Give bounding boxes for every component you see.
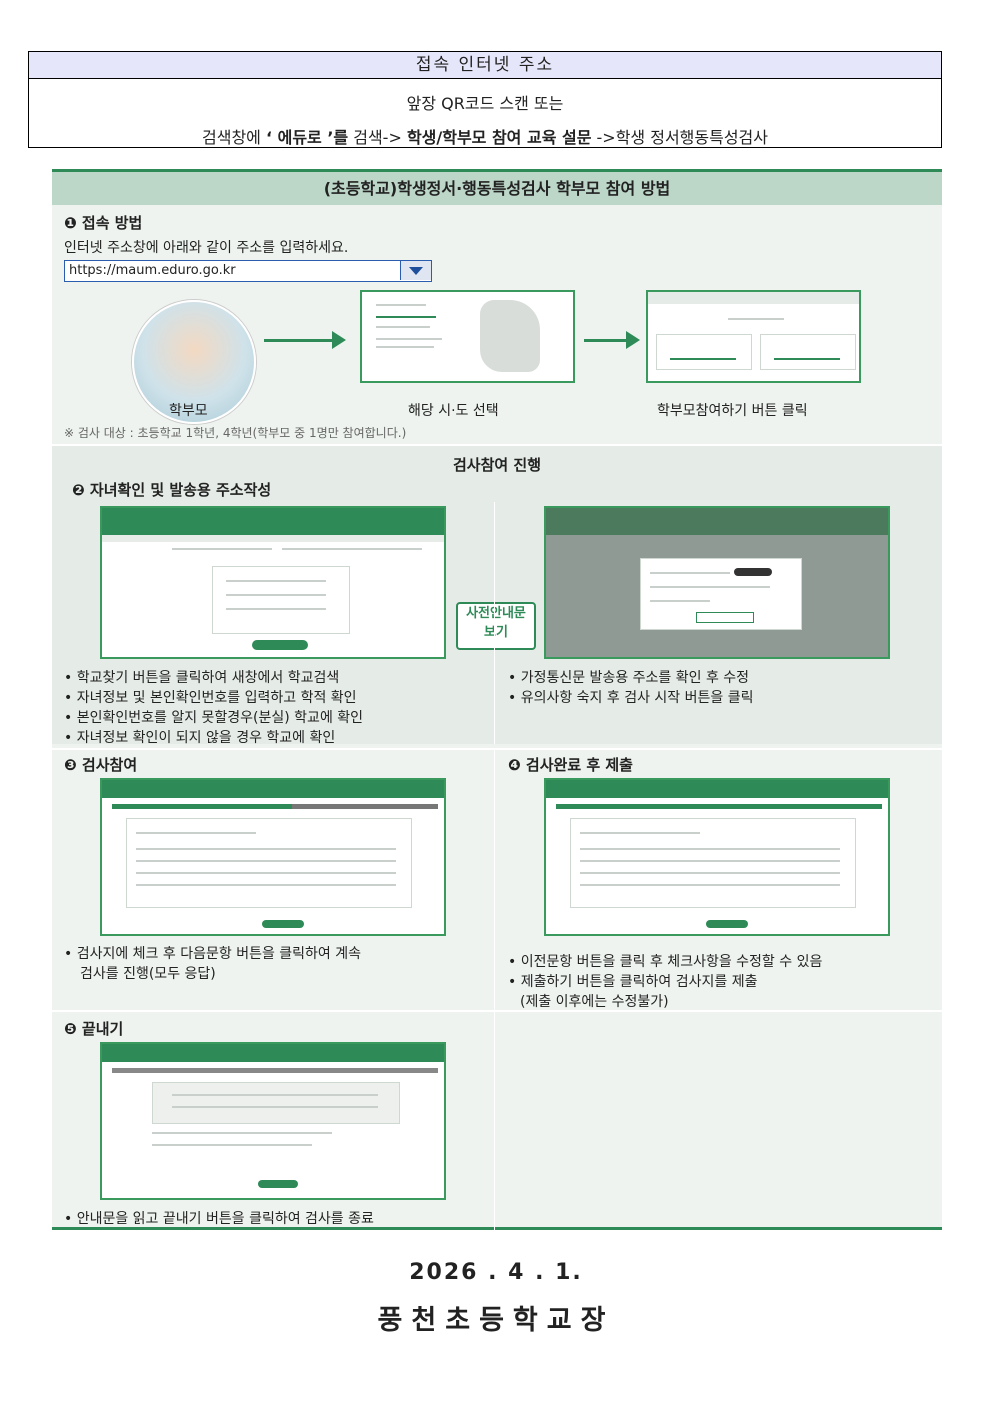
- search-instruction: 검색창에 ‘ 에듀로 ’를 검색-> 학생/학부모 참여 교육 설문 ->학생 …: [202, 128, 768, 147]
- survey-screenshot: [100, 778, 446, 936]
- qr-instruction: 앞장 QR코드 스캔 또는: [406, 94, 564, 113]
- region-select-screenshot: [360, 290, 575, 383]
- divider: [494, 748, 495, 1230]
- step4-title: ❹ 검사완료 후 제출: [508, 756, 633, 774]
- dropdown-arrow-icon[interactable]: [400, 261, 431, 280]
- table-header: 접속 인터넷 주소: [29, 52, 941, 79]
- arrow-head-icon: [332, 331, 346, 349]
- step5-title: ❺ 끝내기: [64, 1020, 124, 1038]
- divider: [52, 748, 942, 750]
- step4-bullets: • 이전문항 버튼을 클릭 후 체크사항을 수정할 수 있음 • 제출하기 버튼…: [508, 954, 823, 1010]
- parent-family-image: [132, 300, 256, 424]
- child-confirm-screenshot: [100, 506, 446, 659]
- infographic-title: (초등학교)학생정서·행동특성검사 학부모 참여 방법: [52, 172, 942, 205]
- principal-signature: 풍천초등학교장: [377, 1305, 615, 1336]
- divider: [494, 502, 495, 744]
- step1-title: ❶ 접속 방법: [64, 214, 143, 232]
- step2-right-bullets: • 가정통신문 발송용 주소를 확인 후 수정 • 유의사항 숙지 후 검사 시…: [508, 670, 754, 706]
- step3-title: ❸ 검사참여: [64, 756, 138, 774]
- step1-instruction: 인터넷 주소창에 아래와 같이 주소를 입력하세요.: [64, 240, 349, 256]
- address-write-screenshot: [544, 506, 890, 659]
- caption-button: 학부모참여하기 버튼 클릭: [657, 403, 808, 419]
- step3-bullet: • 검사지에 체크 후 다음문항 버튼을 클릭하여 계속 검사를 진행(모두 응…: [64, 946, 362, 982]
- parent-participate-screenshot: [646, 290, 861, 383]
- submit-screenshot: [544, 778, 890, 936]
- step5-bullet: • 안내문을 읽고 끝내기 버튼을 클릭하여 검사를 종료: [64, 1211, 374, 1227]
- arrow-icon: [264, 339, 334, 342]
- progress-title: 검사참여 진행: [452, 456, 542, 474]
- date: 2026 . 4 . 1.: [409, 1260, 583, 1285]
- caption-parent: 학부모: [169, 403, 208, 419]
- caption-region: 해당 시·도 선택: [408, 403, 499, 419]
- url-field[interactable]: https://maum.eduro.go.kr: [64, 260, 432, 282]
- access-address-table: 접속 인터넷 주소 앞장 QR코드 스캔 또는 검색창에 ‘ 에듀로 ’를 검색…: [28, 51, 942, 148]
- participation-infographic: (초등학교)학생정서·행동특성검사 학부모 참여 방법 ❶ 접속 방법 인터넷 …: [52, 169, 942, 1230]
- arrow-icon: [584, 339, 628, 342]
- divider: [52, 444, 942, 446]
- finish-screenshot: [100, 1042, 446, 1200]
- step2-title: ❷ 자녀확인 및 발송용 주소작성: [72, 481, 272, 499]
- step2-left-bullets: • 학교찾기 버튼을 클릭하여 새창에서 학교검색 • 자녀정보 및 본인확인번…: [64, 670, 364, 746]
- arrow-head-icon: [626, 331, 640, 349]
- divider: [52, 1010, 942, 1012]
- target-note: ※ 검사 대상 : 초등학교 1학년, 4학년(학부모 중 1명만 참여합니다.…: [64, 426, 407, 440]
